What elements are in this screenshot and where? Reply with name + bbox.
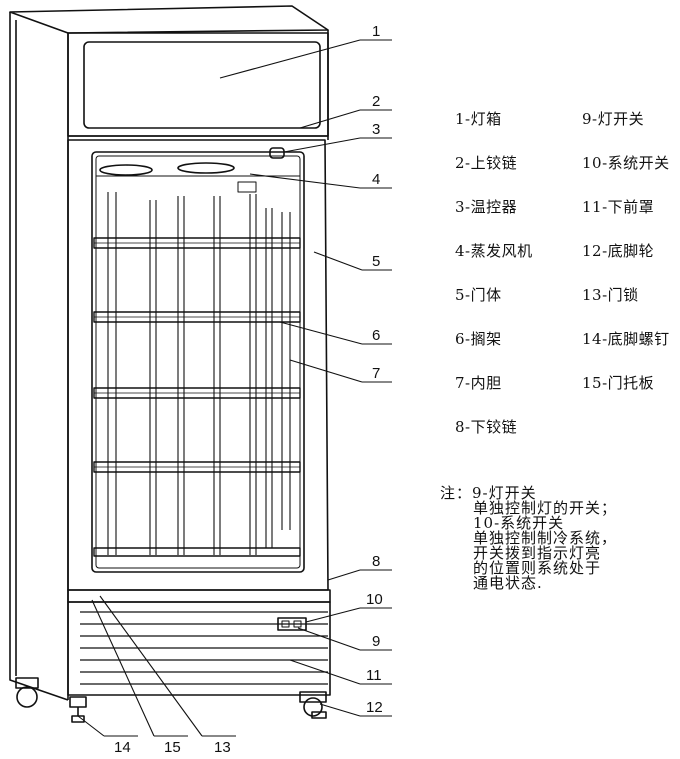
callout-5: 5: [372, 253, 380, 270]
callout-2: 2: [372, 93, 380, 110]
note-line: 开关拨到指示灯亮: [473, 544, 602, 562]
legend-item: 9-灯开关: [582, 110, 645, 128]
callout-14: 14: [114, 739, 131, 756]
legend-item: 15-门托板: [582, 374, 655, 392]
note-line: 10-系统开关: [473, 514, 565, 532]
callout-8: 8: [372, 553, 380, 570]
legend-item: 8-下铰链: [455, 418, 518, 436]
legend-item: 7-内胆: [455, 374, 502, 392]
callout-6: 6: [372, 327, 380, 344]
callout-12: 12: [366, 699, 383, 716]
callout-10: 10: [366, 591, 383, 608]
switch-note: 注：9-灯开关 单独控制灯的开关； 10-系统开关 单独控制制冷系统， 开关拨到…: [440, 486, 617, 591]
callout-4: 4: [372, 171, 380, 188]
note-line: 的位置则系统处于: [473, 559, 602, 577]
legend-item: 2-上铰链: [455, 154, 518, 172]
legend-item: 4-蒸发风机: [455, 242, 533, 260]
note-line: 单独控制灯的开关；: [473, 499, 618, 517]
callout-1: 1: [372, 23, 380, 40]
note-prefix: 注：: [440, 484, 473, 502]
callout-13: 13: [214, 739, 231, 756]
legend-item: 1-灯箱: [455, 110, 502, 128]
legend-item: 12-底脚轮: [582, 242, 655, 260]
note-line: 注：9-灯开关: [440, 486, 617, 501]
note-line: 通电状态.: [473, 574, 543, 592]
callout-9: 9: [372, 633, 380, 650]
legend-item: 11-下前罩: [582, 198, 655, 216]
legend-item: 5-门体: [455, 286, 502, 304]
legend-item: 14-底脚螺钉: [582, 330, 670, 348]
cabinet-drawing: [9, 5, 331, 723]
legend-item: 6-搁架: [455, 330, 502, 348]
callout-7: 7: [372, 365, 380, 382]
callout-15: 15: [164, 739, 181, 756]
leader-lines: [77, 39, 392, 737]
callout-3: 3: [372, 121, 380, 138]
legend-item: 13-门锁: [582, 286, 639, 304]
callout-numbers: 1 2 3 4 5 6 7 8 9 10 11 12 13 14 15: [114, 23, 383, 756]
legend-item: 3-温控器: [455, 198, 518, 216]
legend-item: 10-系统开关: [582, 154, 670, 172]
note-line: 单独控制制冷系统，: [473, 529, 618, 547]
callout-11: 11: [366, 667, 382, 684]
note-text: 9-灯开关: [472, 484, 537, 502]
